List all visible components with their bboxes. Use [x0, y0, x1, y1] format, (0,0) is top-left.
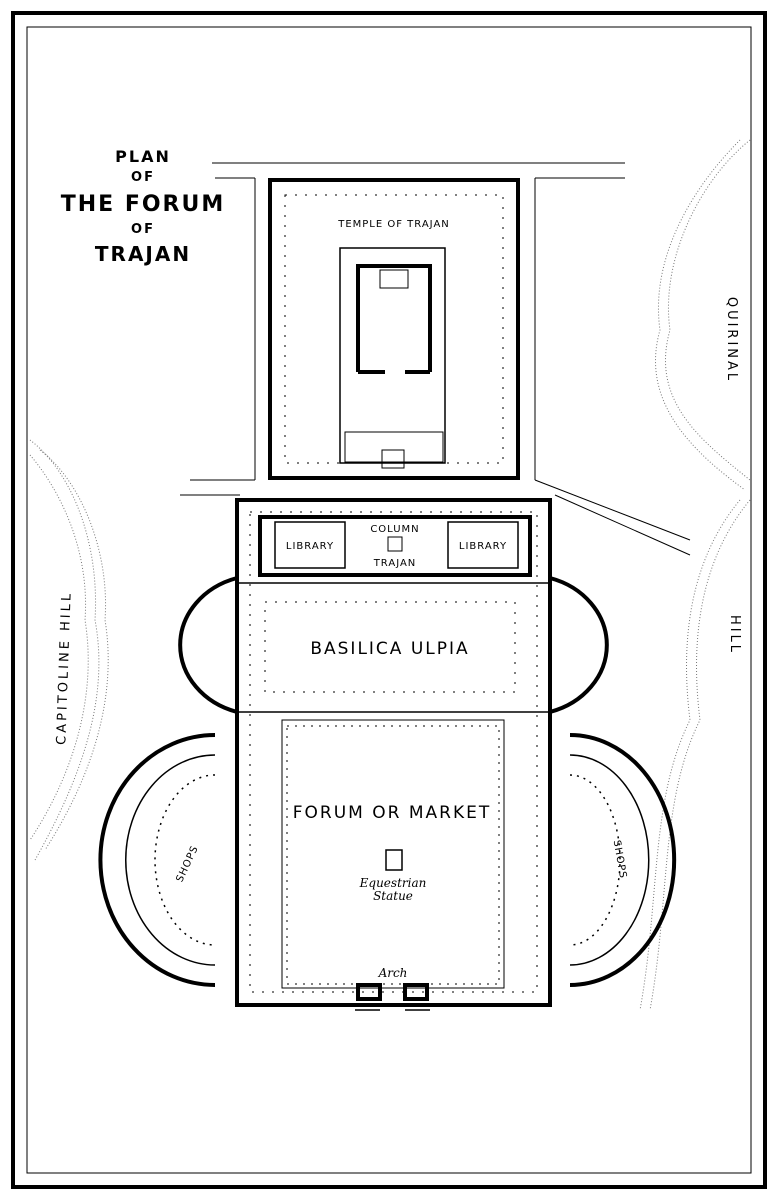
streets [180, 162, 691, 556]
title-line-1: PLAN [115, 147, 171, 166]
basilica-label: BASILICA ULPIA [310, 639, 469, 659]
capitoline-hill-terrain [29, 439, 109, 861]
temple-of-trajan [268, 178, 520, 480]
column-label: COLUMN [370, 524, 419, 535]
library-left-label: LIBRARY [286, 541, 334, 552]
title-line-3: THE FORUM [61, 192, 226, 217]
arch-label: Arch [378, 966, 408, 980]
libraries-column-court [258, 515, 532, 577]
basilica-ulpia [178, 576, 609, 714]
inner-border [26, 26, 752, 1174]
column-name-label: TRAJAN [373, 558, 417, 569]
arch [355, 983, 430, 1011]
capitoline-hill-label: CAPITOLINE HILL [54, 591, 74, 745]
title-line-2: OF [131, 170, 155, 185]
forum-label: FORUM OR MARKET [293, 803, 491, 823]
main-complex [235, 498, 552, 1007]
title-line-5: TRAJAN [95, 242, 191, 266]
quirinal-hill-terrain [639, 139, 751, 1011]
shops-left-label: SHOPS [174, 844, 201, 884]
outer-border [11, 11, 767, 1189]
quirinal-label: QUIRINAL [724, 297, 739, 383]
library-right-label: LIBRARY [459, 541, 507, 552]
statue-label-2: Statue [373, 889, 413, 903]
title-line-4: OF [131, 222, 155, 237]
quirinal-hill-label: HILL [727, 615, 742, 655]
forum-court [281, 719, 505, 989]
statue-label-1: Equestrian [359, 876, 427, 890]
temple-label: TEMPLE OF TRAJAN [337, 219, 450, 230]
shops-right-label: SHOPS [611, 839, 629, 879]
right-shops [569, 733, 677, 987]
left-shops [98, 733, 216, 987]
